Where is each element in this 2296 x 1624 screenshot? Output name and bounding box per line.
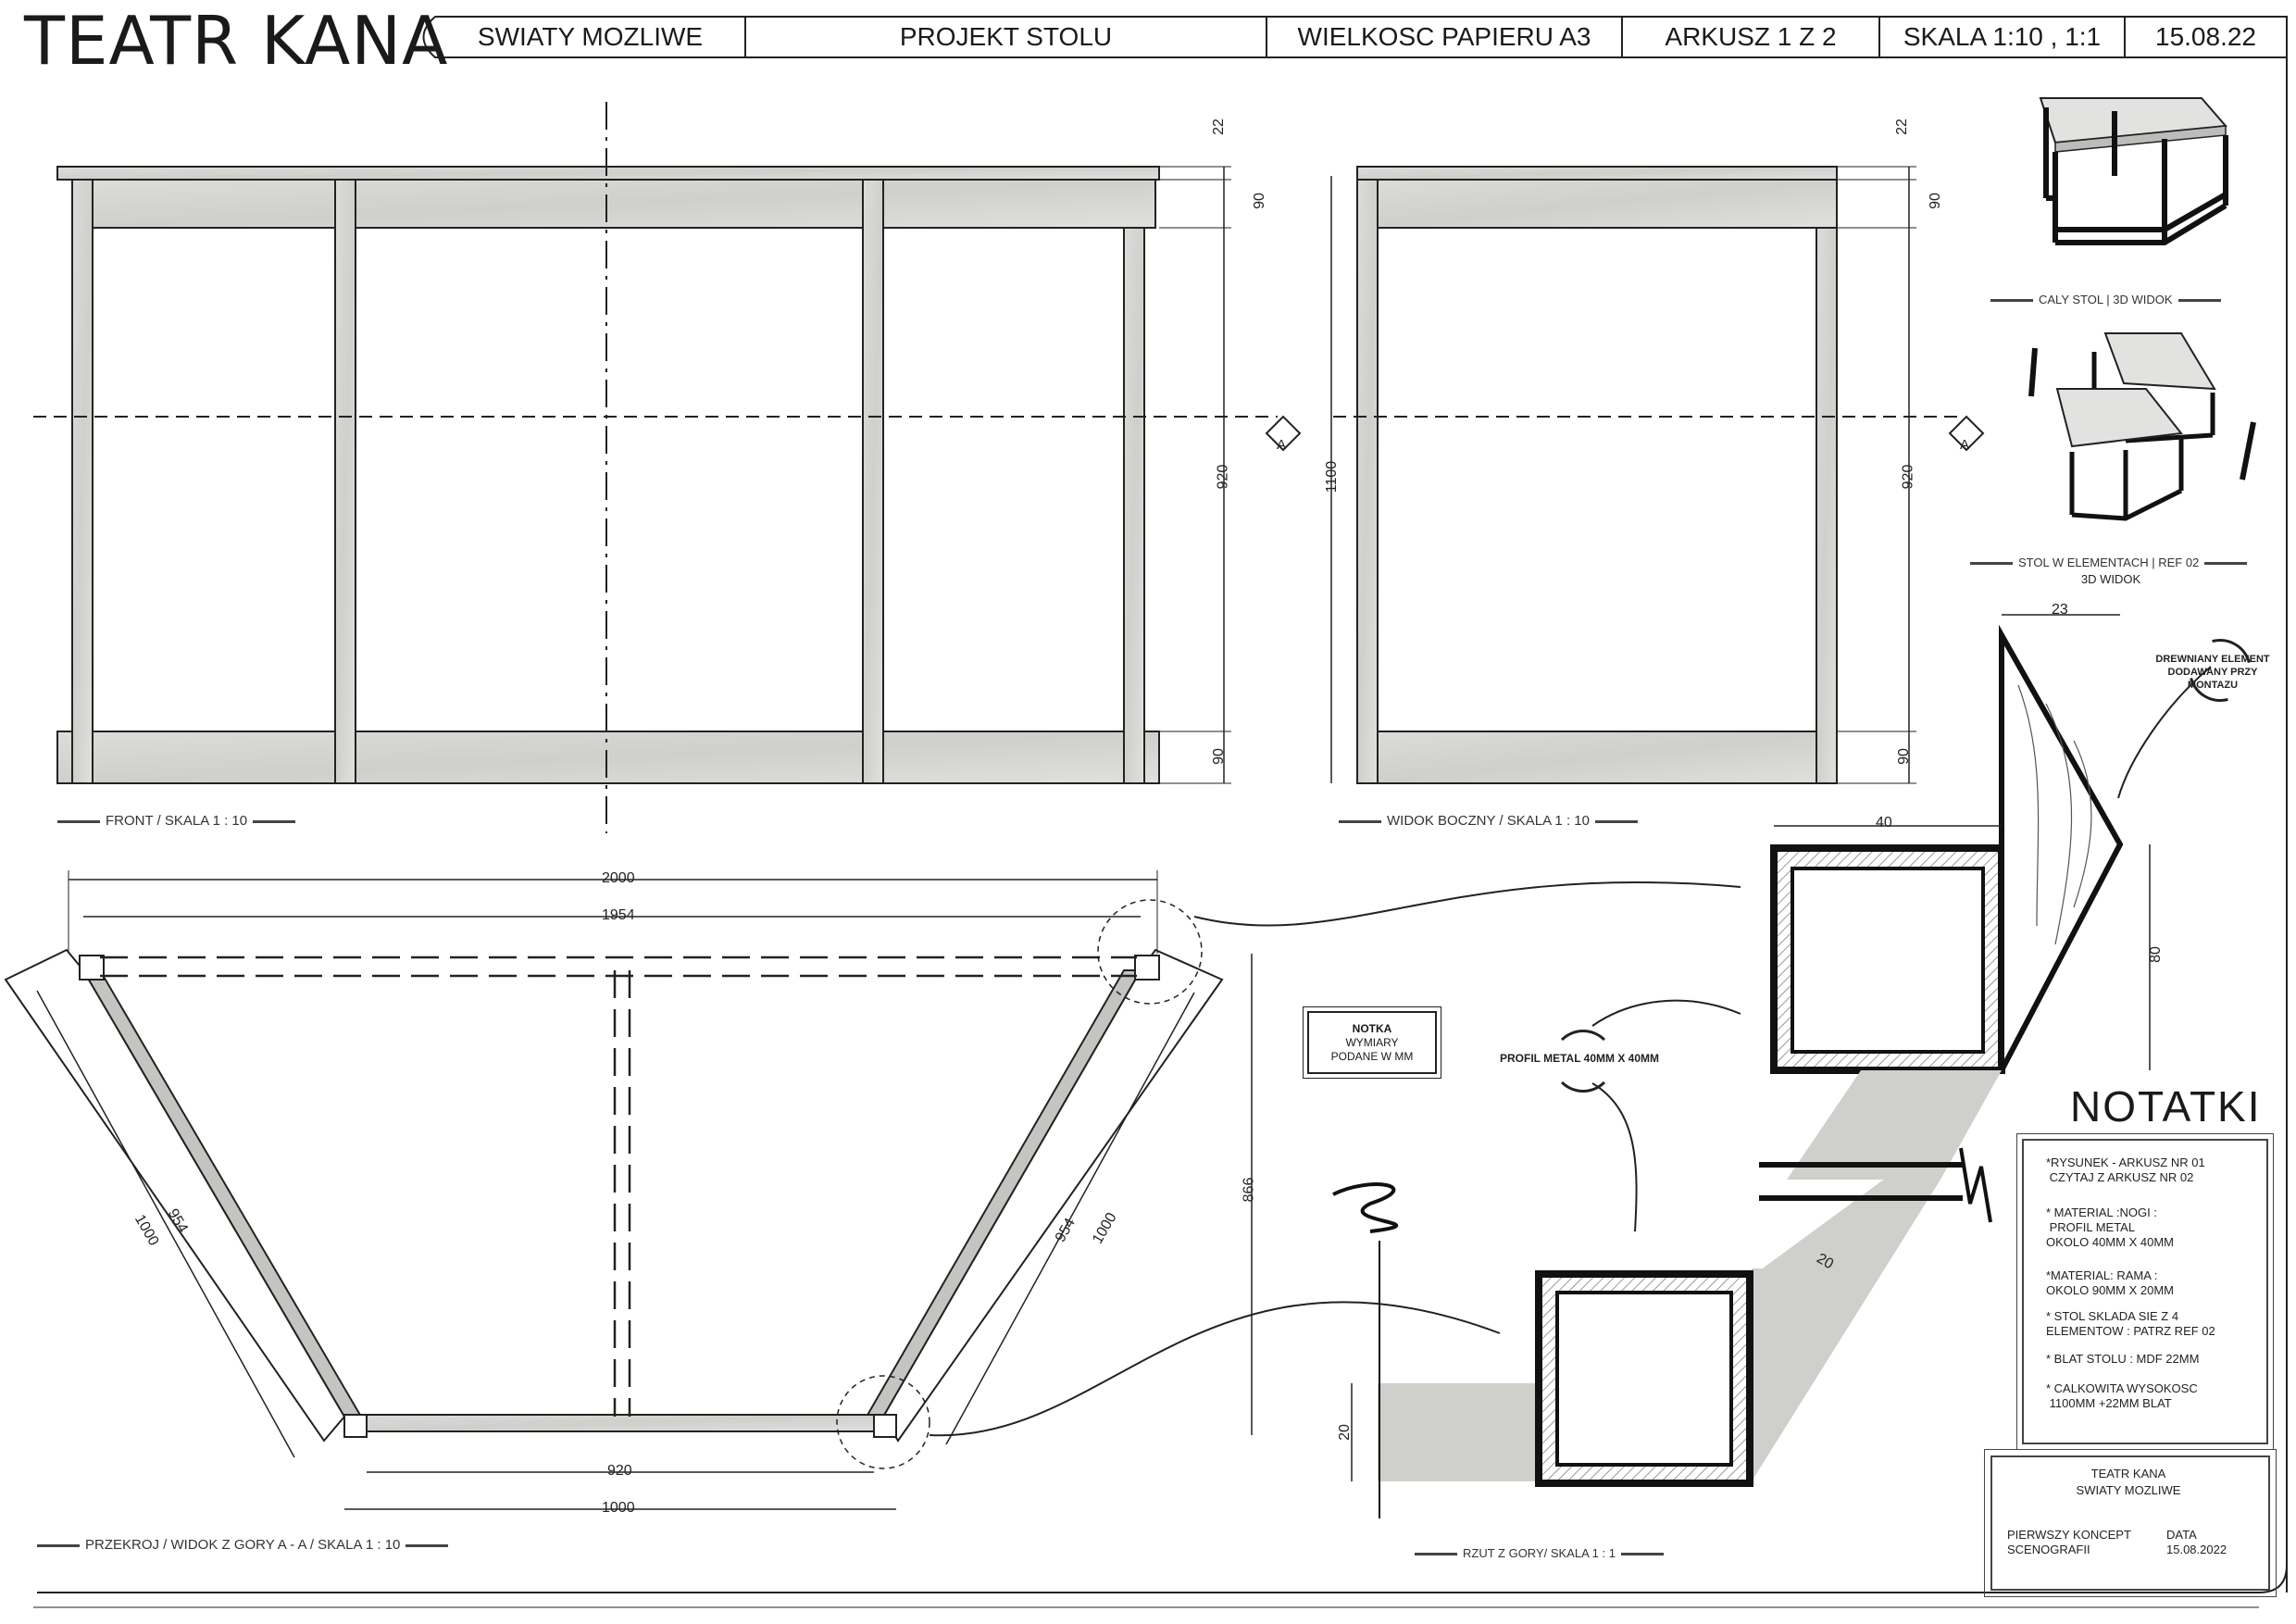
callout-arrows	[929, 666, 2212, 1437]
side-dim-height: 920	[1900, 464, 1916, 490]
profile-label: PROFIL METAL 40MM X 40MM	[1499, 1052, 1660, 1065]
front-view-label: FRONT / SKALA 1 : 10	[57, 813, 295, 829]
plan-view	[4, 870, 1253, 1510]
section-view-label: PRZEKROJ / WIDOK Z GORY A - A / SKALA 1 …	[37, 1537, 448, 1553]
detail-dim-wood-width: 23	[2052, 602, 2068, 618]
wood-label-2: DODAWANY PRZY	[2167, 667, 2258, 678]
detail-dim-rail: 20	[1336, 1424, 1353, 1441]
detail-dim-height: 80	[2147, 946, 2164, 963]
side-view	[1330, 166, 1985, 784]
profile-stamp	[1552, 1030, 1615, 1093]
titleblock-date-label: DATA	[2166, 1528, 2197, 1542]
notka-line-2: PODANE W MM	[1330, 1049, 1414, 1063]
front-dim-height: 920	[1215, 464, 1231, 490]
notka-line-1: WYMIARY	[1345, 1035, 1399, 1049]
note-item-6: * CALKOWITA WYSOKOSC 1100MM +22MM BLAT	[2046, 1381, 2198, 1410]
plan-dim-depth: 866	[1241, 1177, 1257, 1203]
front-dim-rail: 90	[1251, 193, 1267, 209]
note-item-3: *MATERIAL: RAMA : OKOLO 90MM X 20MM	[2046, 1268, 2174, 1297]
front-dim-bottom: 90	[1210, 748, 1227, 765]
side-dim-bottom: 90	[1895, 748, 1912, 765]
iso-whole-label: CALY STOL | 3D WIDOK	[1990, 293, 2221, 306]
header-date: 15.08.22	[2155, 22, 2256, 51]
side-dim-top: 22	[1893, 119, 1910, 135]
titleblock-concept-1: PIERWSZY KONCEPT	[2007, 1528, 2131, 1542]
header-scale: SKALA 1:10 , 1:1	[1903, 22, 2102, 51]
titleblock-name-1: TEATR KANA	[2090, 1467, 2166, 1480]
titleblock-date-value: 15.08.2022	[2166, 1543, 2227, 1556]
side-view-label: WIDOK BOCZNY / SKALA 1 : 10	[1339, 813, 1638, 829]
sheet-title: TEATR KANA	[24, 2, 449, 80]
wood-label-1: DREWNIANY ELEMENT	[2155, 654, 2270, 665]
iso-whole-table	[2039, 97, 2228, 245]
side-dim-rail: 90	[1927, 193, 1943, 209]
titleblock-concept-2: SCENOGRAFII	[2007, 1543, 2090, 1556]
header-project: SWIATY MOZLIWE	[477, 22, 704, 51]
front-dim-top: 22	[1210, 119, 1227, 135]
detail-dim-profile-width: 40	[1876, 815, 1892, 831]
note-item-4: * STOL SKLADA SIE Z 4 ELEMENTOW : PATRZ …	[2046, 1309, 2215, 1338]
header-sheet-number: ARKUSZ 1 Z 2	[1665, 22, 1837, 51]
side-dim-total: 1100	[1324, 460, 1341, 493]
note-item-1: *RYSUNEK - ARKUSZ NR 01 CZYTAJ Z ARKUSZ …	[2046, 1156, 2205, 1184]
notka-title: NOTKA	[1352, 1021, 1392, 1035]
plan-dim-inner-width: 1954	[602, 907, 635, 923]
notes-title: NOTATKI	[2070, 1082, 2262, 1131]
detail-profile-lower	[1332, 1070, 2002, 1518]
plan-dim-total-width: 2000	[602, 870, 635, 886]
header-drawing-name: PROJEKT STOLU	[899, 22, 1113, 51]
titleblock-name-2: SWIATY MOZLIWE	[2076, 1483, 2181, 1497]
header-frame	[37, 16, 2288, 1593]
header-paper-size: WIELKOSC PAPIERU A3	[1297, 22, 1591, 51]
notka-box: NOTKA WYMIARY PODANE W MM	[1303, 1006, 1441, 1079]
note-item-2: * MATERIAL :NOGI : PROFIL METAL OKOLO 40…	[2046, 1206, 2174, 1249]
detail-profile-upper	[1770, 614, 2151, 1074]
plan-dim-back-inner: 920	[607, 1463, 632, 1479]
iso-exploded-table	[2028, 332, 2256, 521]
wood-label-3: MONTAZU	[2187, 680, 2239, 691]
detail-view-label: RZUT Z GORY/ SKALA 1 : 1	[1415, 1546, 1664, 1560]
front-view	[33, 102, 1302, 833]
side-section-marker: A	[1960, 437, 1970, 453]
note-item-5: * BLAT STOLU : MDF 22MM	[2046, 1352, 2200, 1366]
iso-exploded-label: STOL W ELEMENTACH | REF 02	[1970, 556, 2247, 569]
iso-exploded-label-2: 3D WIDOK	[2080, 572, 2141, 586]
front-section-marker: A	[1277, 437, 1287, 453]
title-block	[1984, 1449, 2277, 1597]
notes-box	[2016, 1133, 2274, 1450]
plan-dim-back-outer: 1000	[602, 1500, 635, 1516]
